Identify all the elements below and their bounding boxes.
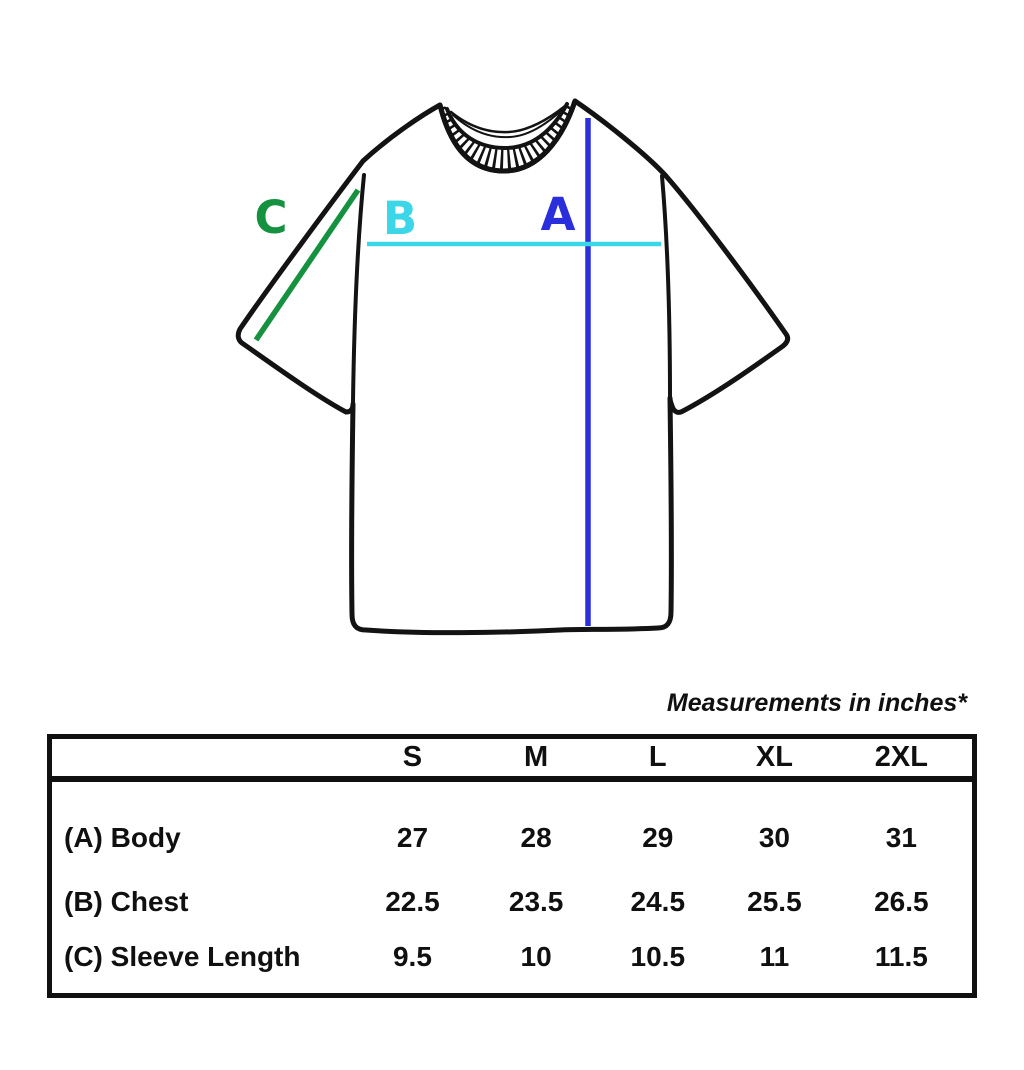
collar-ribbing — [438, 99, 577, 173]
shoulder-seam-right — [660, 174, 672, 400]
measure-label-a: A — [541, 188, 576, 241]
value-chest-l: 24.5 — [630, 885, 686, 917]
value-body-l: 29 — [642, 822, 674, 853]
measurements-caption: Measurements in inches* — [666, 689, 967, 717]
value-chest-m: 23.5 — [508, 885, 564, 917]
size-table: S M L XL 2XL (A) Body 27 28 29 30 31 (B)… — [47, 734, 977, 998]
back-neckline-seam-outer — [449, 104, 567, 134]
collar-inner-edge — [445, 102, 569, 151]
size-column-header-2xl: 2XL — [830, 736, 975, 782]
value-body-xl: 30 — [758, 822, 790, 853]
size-column-header-l: L — [597, 736, 719, 782]
value-chest-xl: 25.5 — [747, 885, 802, 917]
value-sleeve-l: 10.5 — [630, 941, 686, 972]
value-body-s: 27 — [396, 822, 429, 853]
table-row-body: (A) Body 27 28 29 30 31 — [50, 779, 975, 868]
measure-line-c-sleeve — [253, 188, 361, 342]
row-label-body: (A) Body — [64, 822, 181, 853]
value-chest-s: 22.5 — [385, 885, 440, 917]
value-body-m: 28 — [520, 822, 552, 853]
size-table-corner-cell — [49, 736, 351, 782]
row-label-chest: (B) Chest — [64, 885, 189, 917]
table-row-sleeve-length: (C) Sleeve Length 9.5 10 10.5 11 11.5 — [50, 925, 975, 980]
table-bottom-padding — [50, 980, 975, 996]
tshirt-outline — [235, 98, 791, 636]
value-chest-2xl: 26.5 — [874, 885, 929, 917]
value-sleeve-m: 10 — [520, 941, 552, 972]
tshirt-diagram: A B C — [235, 98, 791, 636]
value-sleeve-s: 9.5 — [392, 941, 432, 972]
size-table-header-row: S M L XL 2XL — [49, 736, 975, 782]
size-column-header-m: M — [474, 736, 598, 782]
shoulder-seam-left — [351, 173, 366, 404]
table-row-chest: (B) Chest 22.5 23.5 24.5 25.5 26.5 — [50, 868, 975, 925]
measure-label-b: B — [383, 192, 417, 245]
row-label-sleeve-length: (C) Sleeve Length — [64, 941, 301, 972]
back-neckline-seam-inner — [452, 108, 564, 139]
value-body-2xl: 31 — [885, 822, 917, 853]
value-sleeve-2xl: 11.5 — [874, 941, 928, 972]
size-column-header-s: S — [350, 736, 475, 782]
measure-label-c: C — [254, 191, 287, 244]
collar-outer-edge — [437, 98, 578, 174]
value-sleeve-xl: 11 — [759, 941, 790, 972]
size-column-header-xl: XL — [718, 736, 831, 782]
